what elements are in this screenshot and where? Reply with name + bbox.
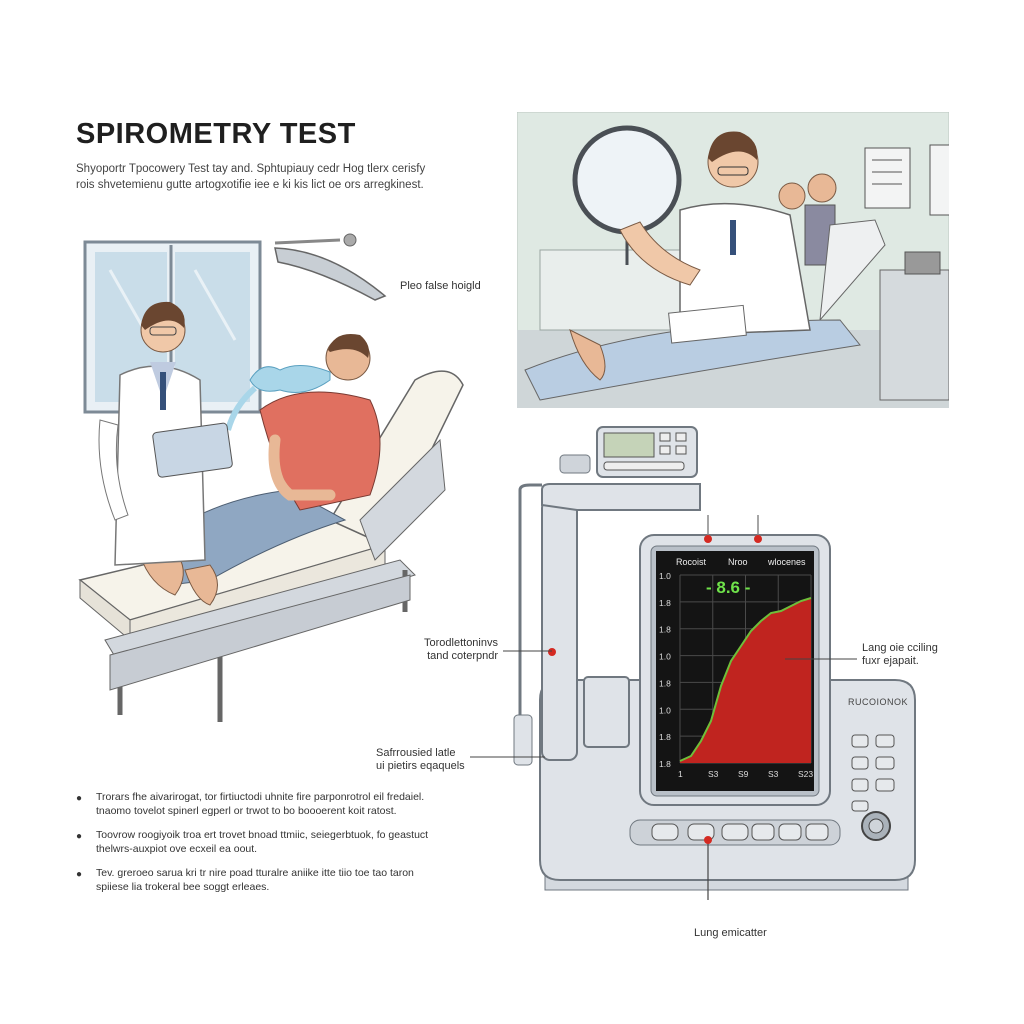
x-tick-label: 1 (678, 769, 683, 779)
doctor-illustration (98, 301, 233, 566)
y-tick-label: 1.8 (659, 625, 671, 635)
x-tick-label: S23 (798, 769, 813, 779)
exam-bed-illustration (78, 370, 464, 722)
keypad (851, 734, 895, 841)
exam-lamp-illustration (274, 233, 387, 301)
doctor-scene-illustration (517, 112, 949, 408)
y-tick-labels: 1.0 1.8 1.8 1.0 1.8 1.0 1.8 1.8 (659, 571, 671, 769)
graph-label-line-2: fuxr ejapait. (862, 655, 919, 667)
scene-doctor-illustration (619, 131, 811, 344)
bullet-line-1: Trorars fhe aivarirogat, tor firtiuctodi… (96, 791, 425, 803)
bullet-line-2: tnaomo tovelot spinerl egperl or trwot t… (96, 805, 397, 817)
screen-header-1: Rocoist (676, 557, 707, 567)
bullet-line-1: Tev. greroeo sarua kri tr nire poad ttur… (96, 867, 414, 879)
tube-label: Torodlettoninvs tand coterpndr (424, 637, 498, 663)
graph-label: Lang oie cciling fuxr ejapait. (862, 642, 938, 668)
base-label-line-1: Safrrousied latle (376, 747, 456, 759)
y-tick-label: 1.0 (659, 571, 671, 581)
top-display-unit (596, 426, 698, 478)
volume-curve-line (679, 597, 812, 762)
indicator-dot (754, 535, 762, 543)
x-tick-label: S3 (768, 769, 779, 779)
page-title: SPIROMETRY TEST (76, 118, 356, 150)
bullet-line-2: thelwrs-auxpiot ove ecxeil ea oout. (96, 843, 258, 855)
y-tick-label: 1.8 (659, 598, 671, 608)
base-label: Safrrousied latle ui pietirs eqaquels (376, 747, 465, 773)
lamp-label: Pleo false hoigld (400, 280, 481, 292)
tube-label-line-1: Torodlettoninvs (424, 637, 498, 649)
y-tick-label: 1.8 (659, 732, 671, 742)
patient-exam-illustration (78, 233, 464, 722)
bottom-label: Lung emicatter (694, 927, 767, 939)
x-tick-label: S3 (708, 769, 719, 779)
bullet-dot: ● (76, 869, 83, 880)
bullet-dot: ● (76, 793, 83, 804)
reclining-patients-illustration (524, 173, 886, 401)
exhaled-breath-illustration (225, 365, 331, 431)
indicator-dot (548, 648, 556, 656)
device-brand-label: RUCOIONOK (848, 697, 909, 707)
y-tick-label: 1.0 (659, 705, 671, 715)
y-tick-label: 1.8 (659, 678, 671, 688)
intro-text-line-2: rois shvetemienu gutte artogxotifie iee … (76, 179, 424, 191)
y-tick-label: 1.0 (659, 652, 671, 662)
base-label-line-2: ui pietirs eqaquels (376, 760, 465, 772)
x-tick-label: S9 (738, 769, 749, 779)
y-tick-label: 1.8 (659, 759, 671, 769)
indicator-dot (704, 535, 712, 543)
indicator-dot (704, 836, 712, 844)
x-tick-labels: 1 S3 S9 S3 S23 (678, 769, 813, 779)
list-item: ● Tev. greroeo sarua kri tr nire poad tt… (76, 867, 476, 897)
list-item: ● Toovrow roogiyoik troa ert trovet bnoa… (76, 829, 476, 859)
volume-curve-fill (680, 598, 811, 763)
screen-header-3: wlocenes (767, 557, 806, 567)
intro-text-line-1: Shyoportr Tpocowery Test tay and. Sphtup… (76, 163, 426, 175)
bullet-line-1: Toovrow roogiyoik troa ert trovet bnoad … (96, 829, 429, 841)
screen-header-2: Nroo (728, 557, 748, 567)
spirometry-screen: Rocoist Nroo wlocenes - 8.6 - 1.01.81.81… (656, 551, 814, 791)
list-item: ● Trorars fhe aivarirogat, tor firtiucto… (76, 791, 476, 821)
screen-reading: - 8.6 - (706, 578, 750, 597)
tube-label-line-2: tand coterpndr (427, 650, 498, 662)
graph-label-line-1: Lang oie cciling (862, 642, 938, 654)
bullet-line-2: spiiese lia trokeral bee soggt erleaes. (96, 881, 270, 893)
device-control-buttons (651, 823, 829, 841)
bullet-dot: ● (76, 831, 83, 842)
